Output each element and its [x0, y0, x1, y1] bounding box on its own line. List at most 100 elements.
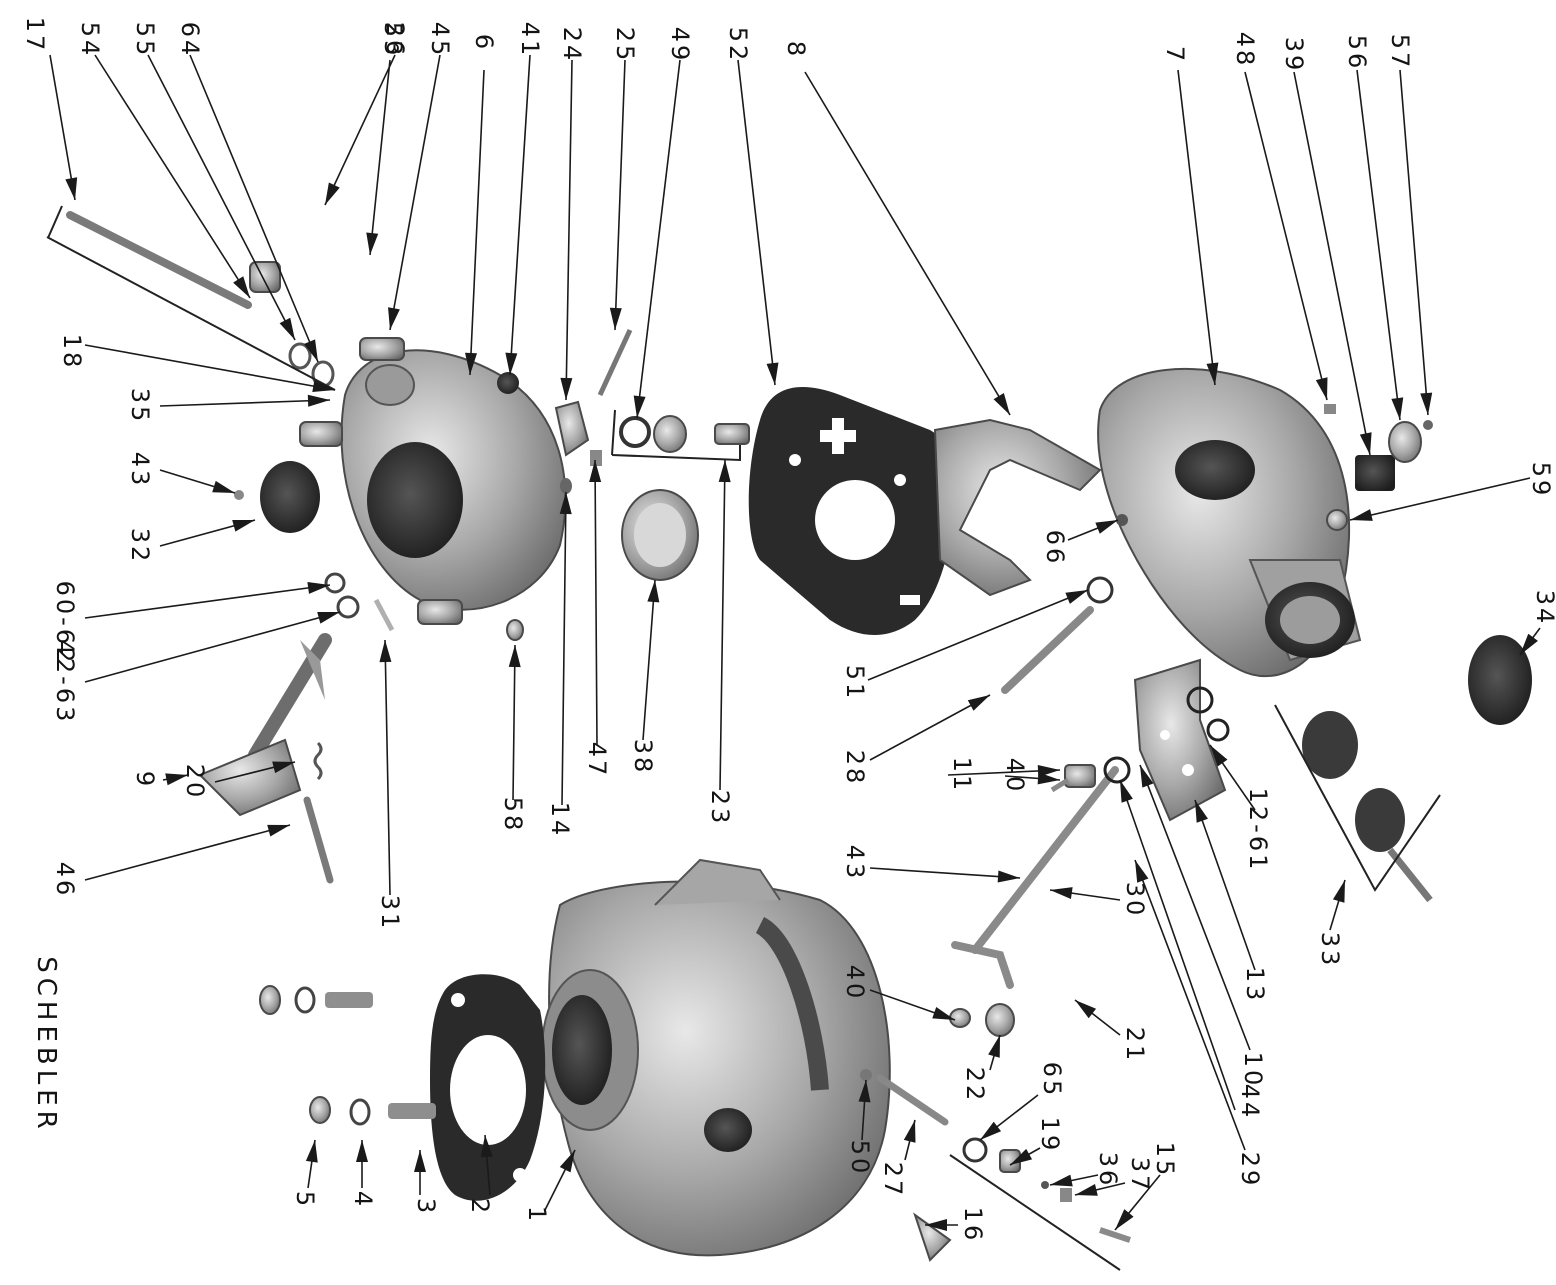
arrowhead-65	[980, 1121, 1002, 1140]
callout-label-6: 6	[470, 33, 498, 53]
arrowhead-46	[267, 824, 290, 837]
callout-label-1: 1	[523, 1205, 551, 1225]
callout-label-31: 31	[376, 894, 404, 932]
arrowhead-64	[303, 339, 318, 362]
arrowhead-58	[508, 645, 521, 668]
callout-label-51: 51	[841, 664, 869, 702]
callout-label-48: 48	[1231, 31, 1259, 69]
arrowhead-5	[305, 1140, 318, 1163]
arrowhead-10	[1140, 765, 1154, 788]
leader-line-31	[384, 639, 391, 896]
callout-label-8: 8	[782, 40, 810, 60]
arrowhead-56	[1391, 397, 1404, 420]
callout-label-43a: 43	[126, 451, 154, 489]
leader-line-54	[94, 54, 251, 299]
arrowhead-3	[414, 1150, 426, 1172]
arrowhead-8	[993, 393, 1010, 415]
part-27-screw	[876, 1074, 949, 1126]
arrowhead-28	[967, 695, 990, 711]
part-41	[497, 372, 519, 394]
leader-line-58	[512, 644, 516, 801]
leader-line-25	[614, 59, 626, 331]
callout-label-29: 29	[1236, 1151, 1264, 1189]
callout-label-47: 47	[583, 741, 611, 779]
callout-label-54: 54	[76, 21, 104, 59]
leader-line-8	[804, 71, 1011, 416]
part-16	[913, 1212, 952, 1262]
arrowhead-29	[1135, 860, 1149, 883]
leader-line-46	[84, 824, 291, 881]
arrowhead-44	[1120, 780, 1133, 803]
part-28-rod	[1001, 606, 1094, 694]
arrowhead-39	[1359, 432, 1372, 455]
leader-line-43b	[869, 867, 1021, 879]
bracket-33	[1274, 704, 1441, 892]
callout-label-28: 28	[841, 749, 869, 787]
arrowhead-36	[1050, 1174, 1073, 1187]
arrowhead-34	[1520, 633, 1538, 655]
arrowhead-50	[858, 1080, 871, 1103]
arrowhead-26	[325, 182, 340, 205]
callout-label-19: 19	[1036, 1116, 1064, 1154]
arrowhead-11	[1037, 764, 1060, 777]
callout-label-49: 49	[666, 26, 694, 64]
part-33-group	[1302, 711, 1433, 903]
arrowhead-27	[903, 1120, 916, 1143]
part-8-bracket	[933, 418, 1102, 597]
callout-label-7: 7	[1161, 45, 1189, 65]
arrowhead-41	[505, 352, 518, 375]
arrowhead-6	[465, 352, 478, 375]
leader-line-53	[369, 59, 391, 256]
callout-label-35: 35	[126, 387, 154, 425]
part-1-throttle-body	[541, 858, 891, 1257]
arrowhead-19	[1010, 1148, 1033, 1165]
arrowhead-43a	[212, 480, 235, 493]
bracket-17-18	[47, 205, 63, 239]
callout-label-15: 15	[1151, 1141, 1179, 1179]
leader-line-49	[636, 59, 681, 419]
part-42-63-washer	[336, 595, 360, 619]
arrowhead-4	[356, 1140, 368, 1162]
leader-line-6	[469, 69, 485, 376]
arrowhead-37	[1075, 1184, 1098, 1196]
callout-label-43b: 43	[841, 844, 869, 882]
callout-label-32: 32	[126, 527, 154, 565]
arrowhead-7	[1206, 362, 1219, 385]
arrowhead-55	[279, 317, 295, 340]
arrowhead-1	[559, 1150, 575, 1173]
arrowhead-54	[233, 276, 250, 298]
part-59	[1326, 509, 1348, 531]
leader-line-29	[1134, 859, 1246, 1151]
callout-label-60-62: 60-62	[51, 580, 79, 666]
leader-line-10	[1139, 764, 1251, 1051]
leader-line-23	[719, 459, 726, 791]
callout-label-33: 33	[1316, 931, 1344, 969]
leader-line-48	[1244, 71, 1328, 401]
leader-line-26	[324, 54, 396, 206]
leader-line-35	[159, 399, 331, 407]
arrowhead-17	[65, 177, 78, 200]
arrowhead-20	[272, 761, 295, 774]
leader-line-38	[642, 579, 656, 741]
callout-label-17: 17	[21, 16, 49, 54]
leader-line-41	[509, 54, 531, 376]
part-20-spring	[313, 741, 323, 781]
leader-line-56	[1356, 69, 1401, 421]
callout-label-38: 38	[629, 738, 657, 776]
arrowhead-9	[165, 773, 188, 786]
arrowhead-35	[307, 394, 330, 407]
callout-label-44: 44	[1236, 1083, 1264, 1121]
leader-line-7	[1177, 69, 1216, 386]
callout-label-30: 30	[1121, 881, 1149, 919]
part-65-ring	[962, 1137, 988, 1163]
callout-label-12-61: 12-61	[1244, 787, 1272, 873]
leader-line-17	[49, 54, 76, 201]
arrowhead-43b	[997, 870, 1020, 883]
leader-line-47	[594, 459, 598, 746]
bracket-17-18-line	[46, 236, 336, 391]
callout-label-16: 16	[959, 1206, 987, 1244]
arrowhead-15	[1115, 1209, 1134, 1230]
leader-line-14	[561, 491, 567, 806]
